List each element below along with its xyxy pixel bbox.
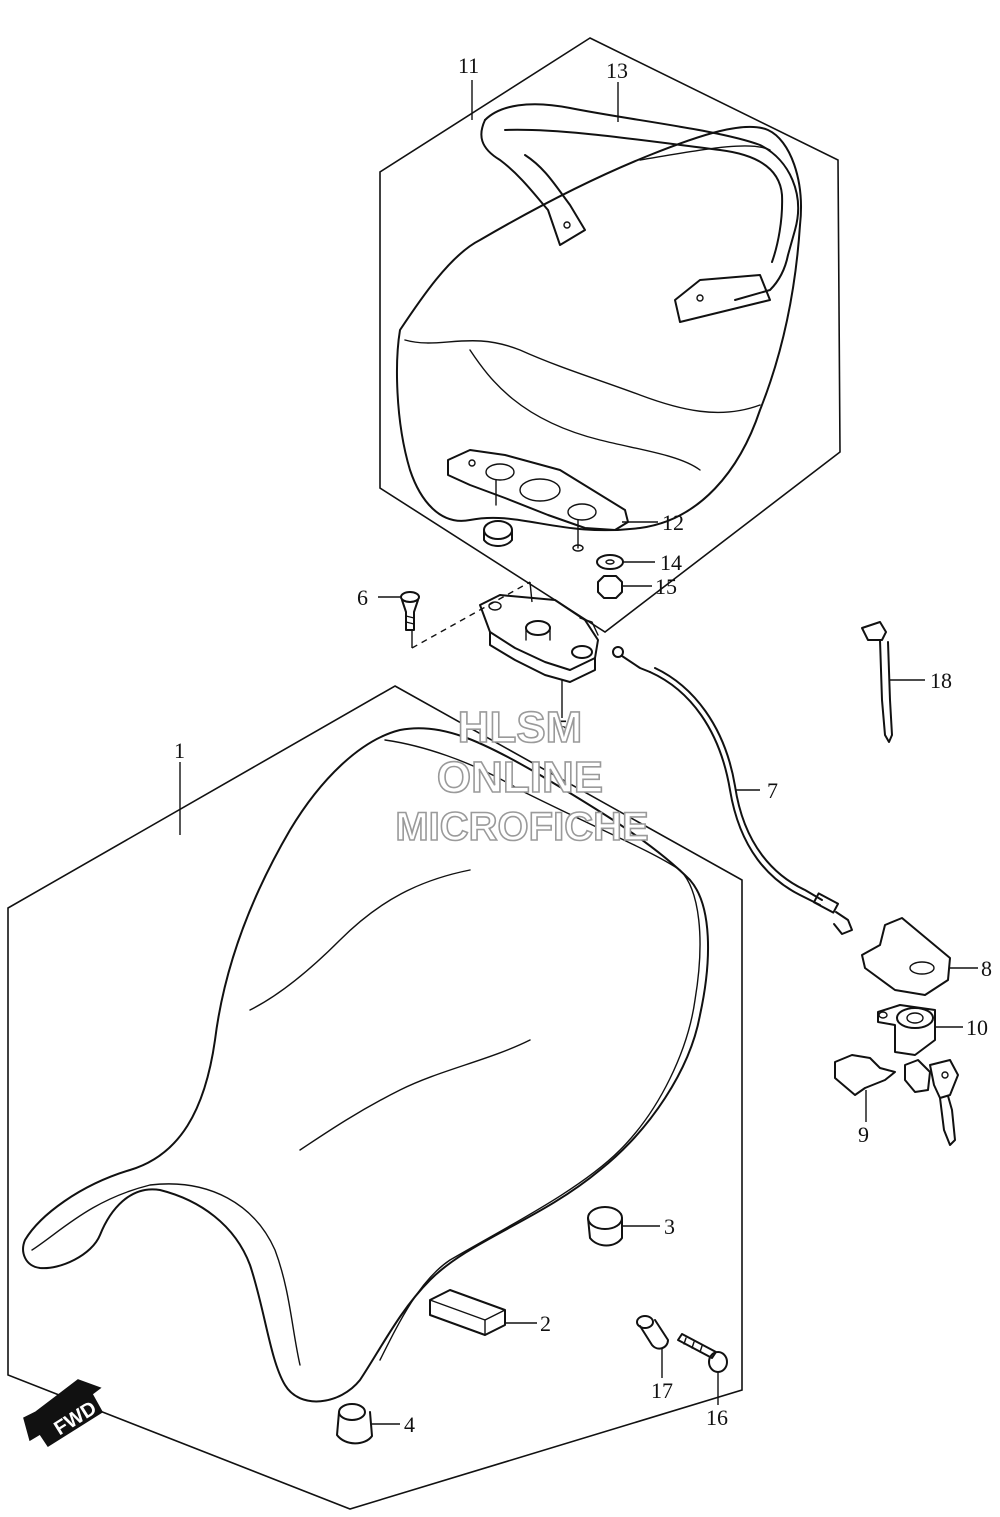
callout-3: 3 xyxy=(664,1214,675,1239)
seat-belt-strap xyxy=(480,103,800,323)
callout-13: 13 xyxy=(606,58,628,83)
seat-lock-rod xyxy=(861,621,893,743)
collar xyxy=(636,1315,669,1350)
lock-bracket xyxy=(861,917,951,996)
callout-1: 1 xyxy=(174,738,185,763)
key-icon xyxy=(904,1059,959,1146)
callout-10: 10 xyxy=(966,1015,988,1040)
callout-16: 16 xyxy=(706,1405,728,1430)
lock-clip xyxy=(834,1054,896,1096)
fwd-arrow-icon: FWD xyxy=(23,1379,104,1448)
front-seat-assembly-box xyxy=(7,685,743,1510)
callout-7: 7 xyxy=(767,778,778,803)
seat-damper xyxy=(336,1403,373,1445)
callout-18: 18 xyxy=(930,668,952,693)
seat-bracket xyxy=(447,449,629,552)
watermark-line-3: MICROFICHE xyxy=(395,805,648,849)
callout-9: 9 xyxy=(858,1122,869,1147)
seat-pad xyxy=(429,1289,506,1336)
nut xyxy=(597,575,623,599)
seat-lock-cylinder xyxy=(877,1004,936,1056)
washer xyxy=(596,554,624,570)
bracket-cushion xyxy=(483,520,513,547)
seat-lock-cable xyxy=(612,646,853,935)
screw xyxy=(400,591,420,631)
bolt xyxy=(677,1333,728,1373)
watermark-line-2: ONLINE xyxy=(437,753,603,802)
callout-8: 8 xyxy=(981,956,992,981)
seat-lock-assembly xyxy=(479,594,599,683)
callout-6: 6 xyxy=(357,585,368,610)
rear-seat-cushion xyxy=(396,125,802,532)
callout-11: 11 xyxy=(458,53,479,78)
watermark-line-1: HLSM xyxy=(458,703,583,752)
watermark: HLSM ONLINE MICROFICHE xyxy=(395,702,650,850)
callout-17: 17 xyxy=(651,1378,673,1403)
rear-seat-assembly-box xyxy=(379,37,841,633)
callout-5: 5 xyxy=(557,715,568,740)
callout-15: 15 xyxy=(655,574,677,599)
leader-lines xyxy=(179,80,978,1425)
callout-2: 2 xyxy=(540,1311,551,1336)
callout-14: 14 xyxy=(660,550,682,575)
seat-cushion-rubber xyxy=(587,1206,623,1247)
front-seat-cushion xyxy=(22,727,709,1403)
callout-12: 12 xyxy=(662,510,684,535)
callout-4: 4 xyxy=(404,1412,415,1437)
